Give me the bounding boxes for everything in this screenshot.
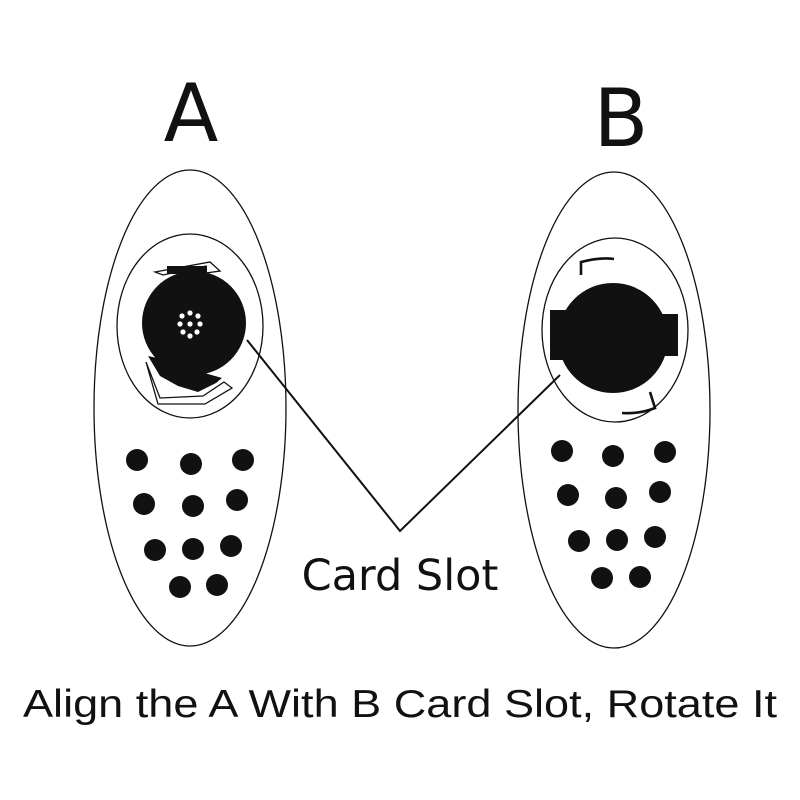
- device-a-bottom-tab: [148, 356, 222, 392]
- device-b-body: [517, 171, 711, 649]
- device-a-plug: [142, 261, 246, 405]
- card-slot-label: Card Slot: [302, 551, 499, 601]
- device-a-body: [93, 169, 287, 647]
- device-b-right-tab: [660, 314, 678, 356]
- device-b-dial-ring: [541, 237, 689, 423]
- device-a-dial-ring: [116, 233, 264, 419]
- device-b: [517, 171, 711, 649]
- device-a-label: A: [164, 67, 219, 160]
- device-a-speaker-grille: [126, 449, 254, 598]
- device-b-left-tab: [550, 310, 570, 360]
- device-a-top-tab: [167, 266, 207, 274]
- device-a-lower-bracket: [145, 361, 234, 405]
- device-a-disc: [142, 271, 246, 375]
- device-b-label: B: [594, 72, 649, 165]
- device-b-upper-guide: [579, 257, 615, 275]
- device-b-plug: [550, 257, 678, 415]
- instruction-caption: Align the A With B Card Slot, Rotate It: [23, 683, 777, 726]
- card-slot-callout-lines: [246, 339, 561, 533]
- device-b-lower-guide: [621, 391, 657, 415]
- device-b-speaker-grille: [551, 440, 676, 589]
- device-b-disc: [558, 283, 668, 393]
- device-a: [93, 169, 287, 647]
- device-a-pin-holes: [177, 310, 203, 339]
